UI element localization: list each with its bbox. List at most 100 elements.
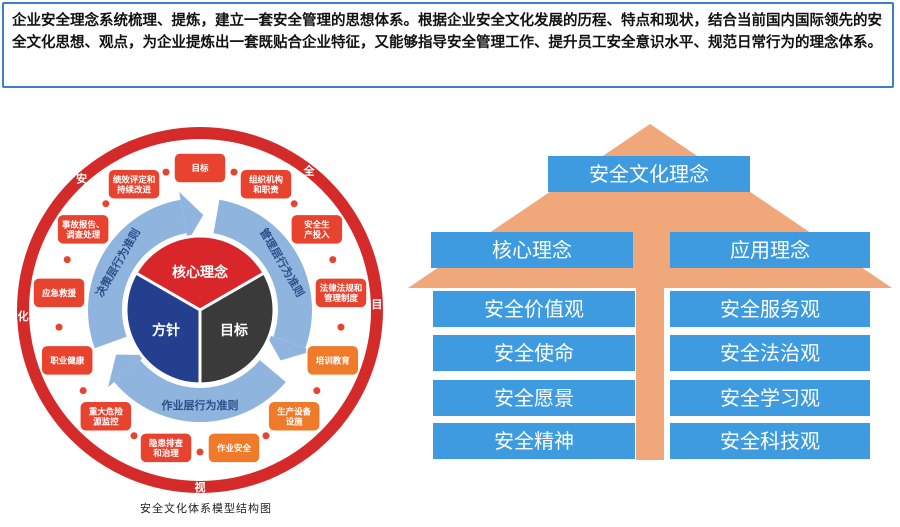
- element-item-label: 事故报告、调查处理: [62, 219, 105, 240]
- behavior-arrow: [114, 360, 286, 422]
- element-item: 绩效评定和持续改进: [107, 168, 170, 201]
- ring-char: 目: [371, 298, 382, 311]
- right-item-box-label: 安全科技观: [720, 429, 820, 453]
- element-item-label: 隐患排查和治理: [149, 438, 184, 459]
- right-item-box-bg: [670, 335, 870, 371]
- element-item-label: 法律法规和管理制度: [320, 283, 363, 304]
- right-head-box-bg: [670, 232, 870, 268]
- element-item-box: [107, 168, 161, 201]
- behavior-arrow: [88, 199, 187, 349]
- core-left-label: 方针: [152, 322, 180, 339]
- element-item-label: 目标: [191, 163, 209, 174]
- center-pillar: [636, 220, 664, 460]
- element-item-label: 安全生产投入: [304, 219, 330, 240]
- right-item-box: 安全学习观: [670, 380, 870, 416]
- left-head-box-label: 核心理念: [492, 238, 572, 262]
- element-item-box: [32, 277, 86, 309]
- core-top-label: 核心理念: [172, 264, 229, 281]
- arrow-label: 作业层行为准则: [162, 398, 239, 412]
- element-item: 安全生产投入: [290, 213, 344, 264]
- element-item-box: [173, 152, 227, 184]
- left-item-box: 安全使命: [433, 335, 635, 371]
- behavior-arrow: [213, 199, 313, 349]
- element-item-box: [290, 213, 344, 246]
- element-item: 作业安全: [196, 432, 261, 464]
- connector-dot: [329, 256, 337, 264]
- element-item-label: 重大危险源监控: [89, 406, 124, 427]
- right-head-box: 应用理念: [670, 232, 870, 268]
- connector-dot: [162, 168, 170, 176]
- right-item-box-bg: [670, 380, 870, 416]
- left-item-box: 安全愿景: [433, 380, 635, 416]
- house-top-box: 安全文化理念: [548, 156, 750, 192]
- left-head-box: 核心理念: [431, 232, 633, 268]
- right-item-box: 安全法治观: [670, 335, 870, 371]
- core-sector-right: [198, 270, 276, 386]
- intro-text: 企业安全理念系统梳理、提炼，建立一套安全管理的思想体系。根据企业安全文化发展的历…: [12, 13, 882, 51]
- element-item-box: [314, 277, 368, 309]
- left-item-box-bg: [433, 335, 635, 371]
- element-item: 事故报告、调查处理: [56, 200, 110, 246]
- right-item-box: 安全服务观: [670, 291, 870, 327]
- element-item: 组织机构和职责: [239, 168, 298, 208]
- element-item-label: 职业健康: [50, 355, 85, 366]
- connector-dot: [313, 387, 321, 395]
- ring-char: 化: [18, 309, 29, 323]
- element-item-box: [40, 344, 94, 377]
- right-item-box-label: 安全服务观: [720, 297, 820, 321]
- element-item: 目标: [173, 152, 238, 184]
- core-sector-left: [124, 270, 202, 386]
- element-item: 法律法规和管理制度: [314, 277, 368, 331]
- right-head-box-label: 应用理念: [730, 238, 810, 262]
- right-item-box-bg: [670, 291, 870, 327]
- element-item: 应急救援: [32, 256, 86, 309]
- element-item-label: 作业安全: [217, 443, 252, 454]
- diagram-caption: 安全文化体系模型结构图: [140, 502, 272, 515]
- core-right-label: 目标: [220, 322, 248, 339]
- element-item-label: 应急救援: [42, 288, 77, 299]
- right-item-box-label: 安全法治观: [720, 341, 820, 365]
- connector-dot: [290, 200, 298, 208]
- connector-dot: [337, 323, 345, 331]
- element-item-box: [79, 400, 133, 433]
- arrow-head: [265, 333, 313, 361]
- element-item-label: 生产设备设施: [277, 406, 312, 427]
- connector-dot: [230, 168, 238, 176]
- connector-dot: [55, 323, 63, 331]
- connector-dot: [130, 432, 138, 440]
- connector-dot: [196, 448, 204, 456]
- safety-culture-wheel: 安全目视化 决策层行为准则管理层行为准则作业层行为准则 核心理念方针目标 目标组…: [17, 127, 383, 494]
- connector-dot: [102, 200, 110, 208]
- element-item-box: [306, 344, 360, 377]
- left-item-box-label: 安全价值观: [484, 297, 584, 321]
- intro-text-box: 企业安全理念系统梳理、提炼，建立一套安全管理的思想体系。根据企业安全文化发展的历…: [2, 2, 894, 88]
- connector-dot: [63, 256, 71, 264]
- element-item: 生产设备设施: [262, 400, 321, 440]
- element-item: 重大危险源监控: [79, 387, 133, 433]
- right-item-box-bg: [670, 423, 870, 459]
- left-head-box-bg: [431, 232, 633, 268]
- left-item-box-bg: [433, 291, 635, 327]
- element-item: 培训教育: [306, 344, 360, 395]
- element-item-box: [267, 400, 321, 433]
- element-item: 隐患排查和治理: [130, 432, 193, 464]
- connector-dot: [262, 432, 270, 440]
- element-item-box: [239, 168, 293, 201]
- right-item-box-label: 安全学习观: [720, 386, 820, 410]
- ring-char: 安: [76, 171, 87, 185]
- left-item-box-label: 安全愿景: [494, 386, 574, 410]
- left-item-box: 安全精神: [433, 423, 635, 459]
- element-item: 职业健康: [40, 323, 94, 377]
- right-item-box: 安全科技观: [670, 423, 870, 459]
- left-item-box-label: 安全精神: [494, 429, 574, 453]
- left-item-box-label: 安全使命: [494, 341, 574, 365]
- element-item-label: 绩效评定和持续改进: [113, 174, 156, 195]
- arrow-head: [179, 191, 204, 242]
- connector-dot: [79, 387, 87, 395]
- ring-char: 全: [302, 164, 315, 178]
- left-item-box-bg: [433, 423, 635, 459]
